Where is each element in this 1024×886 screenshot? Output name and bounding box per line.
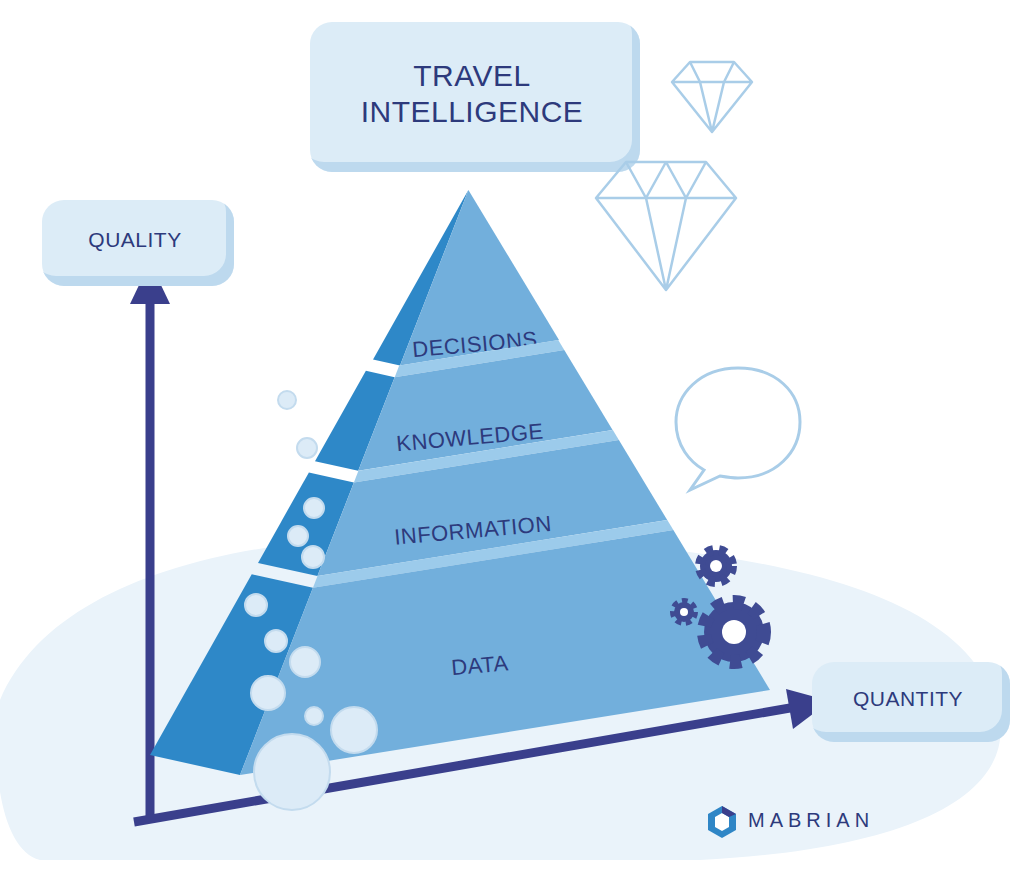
bubble <box>245 594 267 616</box>
bubble <box>304 498 324 518</box>
bubble <box>288 526 308 546</box>
gear-hole <box>710 560 722 572</box>
bubble <box>265 630 287 652</box>
band-front <box>240 530 770 775</box>
gear-hole <box>722 620 746 644</box>
box-label: TRAVEL INTELLIGENCE <box>337 58 607 130</box>
axis-label-box: QUANTITY <box>812 662 1010 742</box>
bubble <box>302 546 324 568</box>
bubbles <box>245 391 377 810</box>
bubble <box>254 734 330 810</box>
band-shape <box>150 520 770 775</box>
bubble <box>251 676 285 710</box>
bubble <box>278 391 296 409</box>
box-label: QUALITY <box>88 227 181 252</box>
logo-facet <box>722 806 736 817</box>
quality-axis <box>146 300 155 822</box>
diamonds <box>596 62 752 290</box>
logo-icon <box>708 806 736 838</box>
gear-hole <box>680 608 688 616</box>
axis-label-box: QUALITY <box>42 200 234 286</box>
logo-hexagon <box>708 806 736 838</box>
band-front <box>400 190 559 366</box>
diamond-icon <box>596 162 736 290</box>
bubble <box>331 707 377 753</box>
gear <box>700 550 732 582</box>
level-label: DATA <box>450 650 510 681</box>
bubble <box>290 647 320 677</box>
pyramid-level: DECISIONS <box>373 190 559 366</box>
logo-inner <box>715 813 729 831</box>
title-box: TRAVEL INTELLIGENCE <box>310 22 640 172</box>
speech-bubble <box>676 368 800 490</box>
diamond-icon <box>672 62 752 132</box>
bubble <box>305 707 323 725</box>
logo-text: MABRIAN <box>748 809 874 832</box>
gear <box>674 602 694 622</box>
gear <box>704 602 764 662</box>
gears <box>674 550 764 662</box>
box-label: QUANTITY <box>853 686 963 711</box>
bubble <box>297 438 317 458</box>
pyramid-level: DATA <box>150 520 770 775</box>
